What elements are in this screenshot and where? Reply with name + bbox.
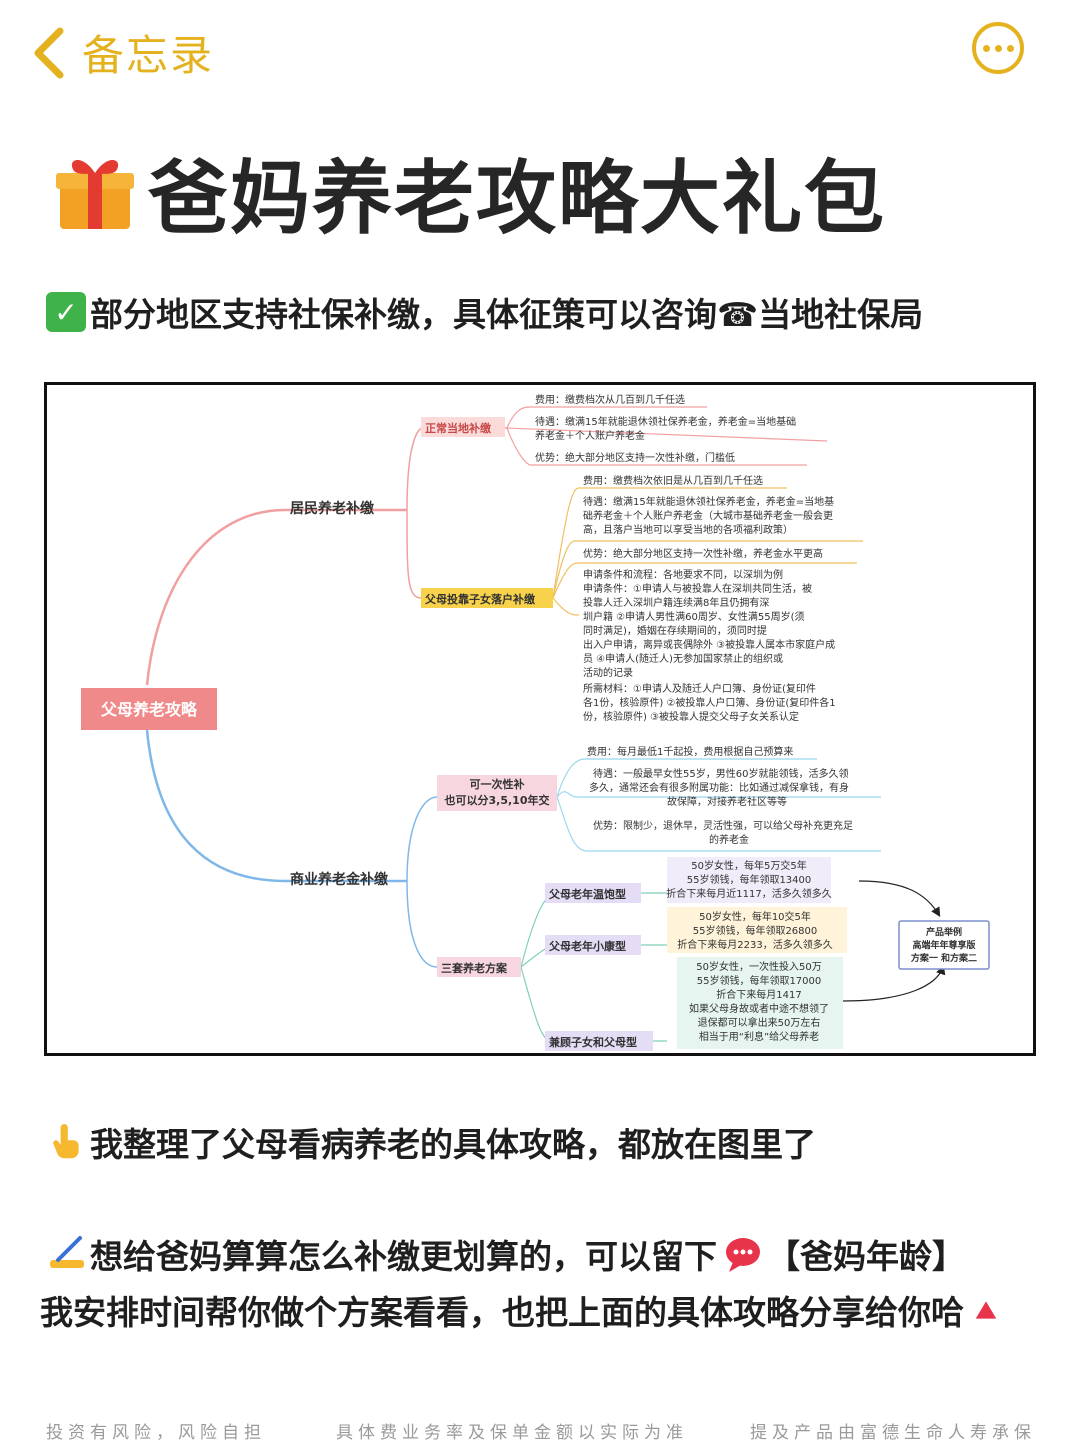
footer-disclaimer-center: 具体费业务率及保单金额以实际为准 <box>336 1423 688 1443</box>
chevron-left-icon <box>34 27 64 78</box>
writing-hand-icon <box>46 1234 86 1274</box>
red-triangle-icon <box>972 1290 1000 1330</box>
body-line-3: 我安排时间帮你做个方案看看，也把上面的具体攻略分享给你哈 <box>40 1286 1004 1334</box>
plan2-line-1: 50岁女性，每年10交5年 <box>699 910 811 923</box>
body-text-1: 我整理了父母看病养老的具体攻略，都放在图里了 <box>90 1125 816 1164</box>
note-comm-adv-2: 的养老金 <box>709 833 749 846</box>
plan1-line-3: 折合下来每月近1117，活多久领多久 <box>666 887 831 900</box>
tag-normal-local: 正常当地补缴 <box>425 421 492 435</box>
body-text-2: 想给爸妈算算怎么补缴更划算的，可以留下 <box>90 1237 717 1276</box>
note-parents-proc-10: 各1份，核验原件) ②被投靠人户口簿、身份证(复印件各1 <box>583 696 836 709</box>
plan2-line-3: 折合下来每月2233，活多久领多久 <box>677 938 832 951</box>
title-row: 爸妈养老攻略大礼包 <box>52 134 886 250</box>
tag-plan-basic: 父母老年温饱型 <box>548 887 626 901</box>
note-parents-proc-5: 同时满足)，婚姻在存续期间的，须同时提 <box>583 624 767 637</box>
mindmap-branch-commercial: 商业养老金补缴 <box>290 871 389 888</box>
note-parents-proc-7: 员 ④申请人(随迁人)无参加国家禁止的组织或 <box>583 652 783 665</box>
note-normal-fee: 费用：缴费档次从几百到几千任选 <box>535 393 685 406</box>
tag-three-plans: 三套养老方案 <box>441 961 508 975</box>
more-dot-icon <box>1006 44 1014 52</box>
note-comm-benefit-3: 故保障，对接养老社区等等 <box>667 795 787 808</box>
plan3-line-1: 50岁女性，一次性投入50万 <box>696 960 821 973</box>
plan3-line-5: 退保都可以拿出来50万左右 <box>698 1016 821 1029</box>
page-title: 爸妈养老攻略大礼包 <box>148 152 886 245</box>
body-line-2: 想给爸妈算算怎么补缴更划算的，可以留下 【爸妈年龄】 <box>46 1230 965 1278</box>
tag-plan-comfort: 父母老年小康型 <box>548 939 626 953</box>
check-icon: ✓ <box>46 292 86 332</box>
plan3-line-3: 折合下来每月1417 <box>716 988 801 1001</box>
note-parents-benefit-1: 待遇：缴满15年就能退休领社保养老金，养老金=当地基 <box>583 495 834 508</box>
top-bar: 备忘录 <box>0 0 1080 110</box>
tag-lump-2: 也可以分3,5,10年交 <box>445 793 550 807</box>
more-dot-icon <box>982 44 990 52</box>
note-parents-benefit-3: 高，且落户当地可以享受当地的各项福利政策） <box>583 523 793 536</box>
note-parents-adv: 优势：绝大部分地区支持一次性补缴，养老金水平更高 <box>583 547 823 560</box>
note-normal-adv: 优势：绝大部分地区支持一次性补缴，门槛低 <box>535 451 735 464</box>
note-comm-benefit-1: 待遇：一般最早女性55岁，男性60岁就能领钱，活多久领 <box>593 767 848 780</box>
note-parents-proc-2: 申请条件：①申请人与被投靠人在深圳共同生活，被 <box>583 582 812 595</box>
example-line-3: 方案一 和方案二 <box>911 952 977 964</box>
note-parents-proc-8: 活动的记录 <box>583 666 633 679</box>
note-parents-proc-3: 投靠人迁入深圳户籍连续满8年且仍拥有深 <box>583 596 769 609</box>
note-comm-benefit-2: 多久，通常还会有很多附属功能：比如通过减保拿钱，有身 <box>589 781 849 794</box>
note-normal-benefit-1: 待遇：缴满15年就能退休领社保养老金，养老金=当地基础 <box>535 415 796 428</box>
plan1-line-1: 50岁女性，每年5万交5年 <box>691 859 806 872</box>
tag-lump-1: 可一次性补 <box>470 777 525 791</box>
pointing-hand-icon <box>46 1122 86 1162</box>
footer-disclaimer-right: 提及产品由富德生命人寿承保 <box>750 1423 1036 1443</box>
body-text-2-tag: 【爸妈年龄】 <box>767 1237 965 1276</box>
note-parents-fee: 费用：缴费档次依旧是从几百到几千任选 <box>583 474 763 487</box>
gift-icon <box>52 149 138 235</box>
note-comm-adv-1: 优势：限制少，退休早，灵活性强，可以给父母补充更充足 <box>593 819 853 832</box>
intro-text: 部分地区支持社保补缴，具体征策可以咨询☎当地社保局 <box>90 295 924 334</box>
plan3-line-2: 55岁领钱，每年领取17000 <box>697 974 822 987</box>
intro-line: ✓ 部分地区支持社保补缴，具体征策可以咨询☎当地社保局 <box>46 288 923 336</box>
body-line-1: 我整理了父母看病养老的具体攻略，都放在图里了 <box>46 1118 816 1166</box>
note-parents-benefit-2: 础养老金＋个人账户养老金（大城市基础养老金一般会更 <box>583 509 833 522</box>
mindmap-root-node <box>81 688 217 730</box>
mindmap-root-label: 父母养老攻略 <box>100 700 198 719</box>
note-comm-fee: 费用：每月最低1千起投，费用根据自己预算来 <box>587 745 793 758</box>
tag-parents-settle: 父母投靠子女落户补缴 <box>424 592 536 606</box>
speech-bubble-icon <box>723 1234 763 1274</box>
mindmap-image: 父母养老攻略 居民养老补缴 商业养老金补缴 正常当地补缴 父母投靠子女落户补缴 … <box>44 382 1036 1056</box>
note-normal-benefit-2: 养老金＋个人账户养老金 <box>535 429 645 442</box>
footer-disclaimer-left: 投资有风险，风险自担 <box>46 1423 266 1443</box>
mindmap-branch-resident: 居民养老补缴 <box>290 500 375 517</box>
note-parents-proc-9: 所需材料：①申请人及随迁人户口簿、身份证(复印件 <box>583 682 816 695</box>
tag-plan-both: 兼顾子女和父母型 <box>549 1035 637 1049</box>
note-parents-proc-1: 申请条件和流程：各地要求不同，以深圳为例 <box>583 568 783 581</box>
note-parents-proc-6: 出入户申请，离异或丧偶除外 ③被投靠人属本市家庭户成 <box>583 638 835 651</box>
mindmap-svg: 父母养老攻略 居民养老补缴 商业养老金补缴 正常当地补缴 父母投靠子女落户补缴 … <box>81 393 990 1051</box>
example-line-1: 产品举例 <box>926 926 962 938</box>
back-label: 备忘录 <box>82 31 215 80</box>
back-button[interactable]: 备忘录 <box>30 22 214 83</box>
example-line-2: 高端年年尊享版 <box>912 939 975 951</box>
plan3-line-4: 如果父母身故或者中途不想领了 <box>689 1002 829 1015</box>
more-options-button[interactable] <box>972 22 1024 74</box>
note-parents-proc-11: 份，核验原件) ③被投靠人提交父母子女关系认定 <box>583 710 799 723</box>
plan3-line-6: 相当于用“利息”给父母养老 <box>699 1030 819 1043</box>
plan2-line-2: 55岁领钱，每年领取26800 <box>693 924 818 937</box>
note-parents-proc-4: 圳户籍 ②申请人男性满60周岁、女性满55周岁(须 <box>583 610 805 623</box>
more-dot-icon <box>994 44 1002 52</box>
plan1-line-2: 55岁领钱，每年领取13400 <box>687 873 812 886</box>
body-text-3: 我安排时间帮你做个方案看看，也把上面的具体攻略分享给你哈 <box>40 1293 964 1332</box>
